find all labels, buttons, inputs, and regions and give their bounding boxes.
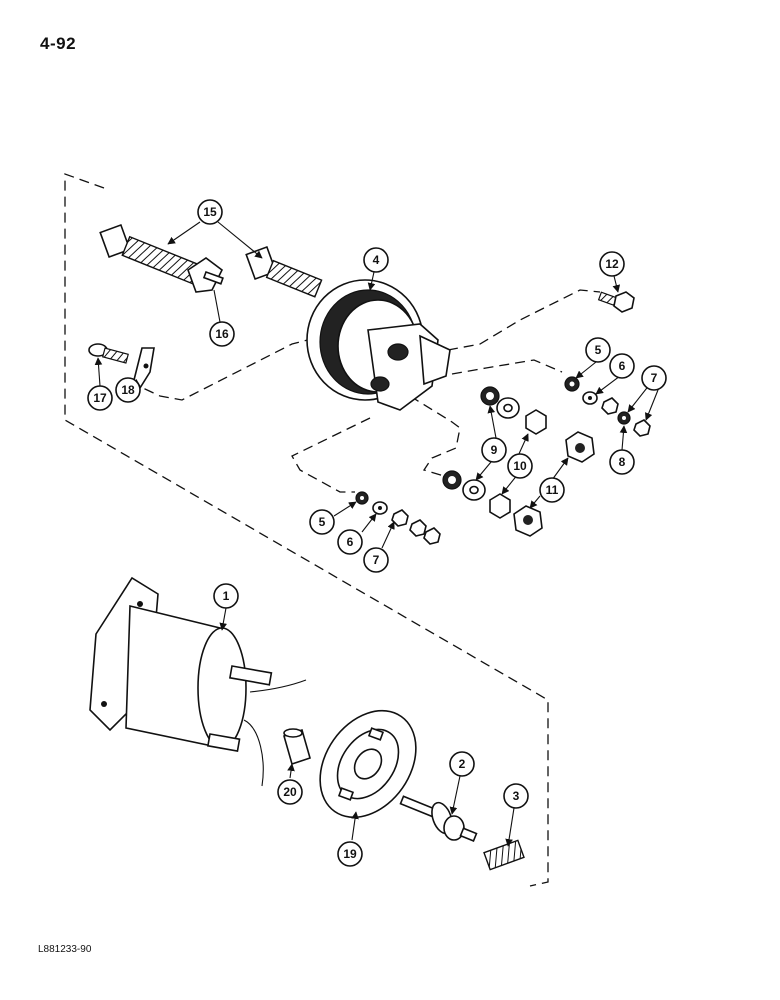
callout-6-upper-label: 6 — [619, 359, 626, 373]
callout-7-lower: 7 — [363, 547, 389, 573]
callout-11: 11 — [539, 477, 565, 503]
callout-18-label: 18 — [121, 383, 135, 397]
part-16-lock-plate — [187, 257, 224, 293]
part-3-spring — [483, 839, 525, 871]
callout-9-label: 9 — [491, 443, 498, 457]
callout-10: 10 — [507, 453, 533, 479]
callout-6-lower-label: 6 — [347, 535, 354, 549]
callout-3: 3 — [503, 783, 529, 809]
callout-17-label: 17 — [93, 391, 107, 405]
part-15-t-bolt-right — [245, 245, 323, 298]
part-19-contact-disc — [319, 709, 417, 819]
upper-right-hardware — [564, 376, 651, 437]
callout-16: 16 — [209, 321, 235, 347]
callout-6-lower: 6 — [337, 529, 363, 555]
page-number: 4-92 — [40, 34, 77, 53]
callout-7-upper: 7 — [641, 365, 667, 391]
callout-12: 12 — [599, 251, 625, 277]
part-2-plunger-contact — [399, 795, 478, 842]
callout-1: 1 — [213, 583, 239, 609]
callout-2: 2 — [449, 751, 475, 777]
lower-small-hardware — [355, 491, 441, 545]
callout-5-lower: 5 — [309, 509, 335, 535]
part-17-screw — [88, 343, 129, 364]
callout-15-label: 15 — [203, 205, 217, 219]
callout-16-label: 16 — [215, 327, 229, 341]
callout-4: 4 — [363, 247, 389, 273]
callout-4-label: 4 — [373, 253, 380, 267]
callout-6-upper: 6 — [609, 353, 635, 379]
callout-19-label: 19 — [343, 847, 357, 861]
callout-8: 8 — [609, 449, 635, 475]
part-4-end-cover — [306, 279, 451, 411]
assembly-boundary-dashed — [64, 173, 601, 887]
callout-1-label: 1 — [223, 589, 230, 603]
part-1-solenoid-body — [89, 576, 307, 787]
callout-8-label: 8 — [619, 455, 626, 469]
callout-18: 18 — [115, 377, 141, 403]
leader-lines — [94, 221, 659, 847]
callout-5-upper: 5 — [585, 337, 611, 363]
callout-5-lower-label: 5 — [319, 515, 326, 529]
callout-5-upper-label: 5 — [595, 343, 602, 357]
middle-column-hardware — [442, 386, 595, 537]
part-15-t-bolt-left — [99, 223, 203, 286]
callout-11-label: 11 — [546, 483, 559, 497]
callout-10-label: 10 — [513, 459, 527, 473]
callout-19: 19 — [337, 841, 363, 867]
part-20-sleeve — [283, 728, 311, 766]
callout-7-lower-label: 7 — [373, 553, 380, 567]
callout-9: 9 — [481, 437, 507, 463]
callout-2-label: 2 — [459, 757, 466, 771]
callout-20-label: 20 — [283, 785, 297, 799]
callout-3-label: 3 — [513, 789, 520, 803]
figure-code: L881233-90 — [38, 944, 92, 955]
callout-15: 15 — [197, 199, 223, 225]
callout-17: 17 — [87, 385, 113, 411]
part-18-terminal-clip — [133, 347, 155, 390]
callout-12-label: 12 — [605, 257, 619, 271]
callout-7-upper-label: 7 — [651, 371, 658, 385]
callout-20: 20 — [277, 779, 303, 805]
part-12-bolt — [597, 291, 635, 313]
